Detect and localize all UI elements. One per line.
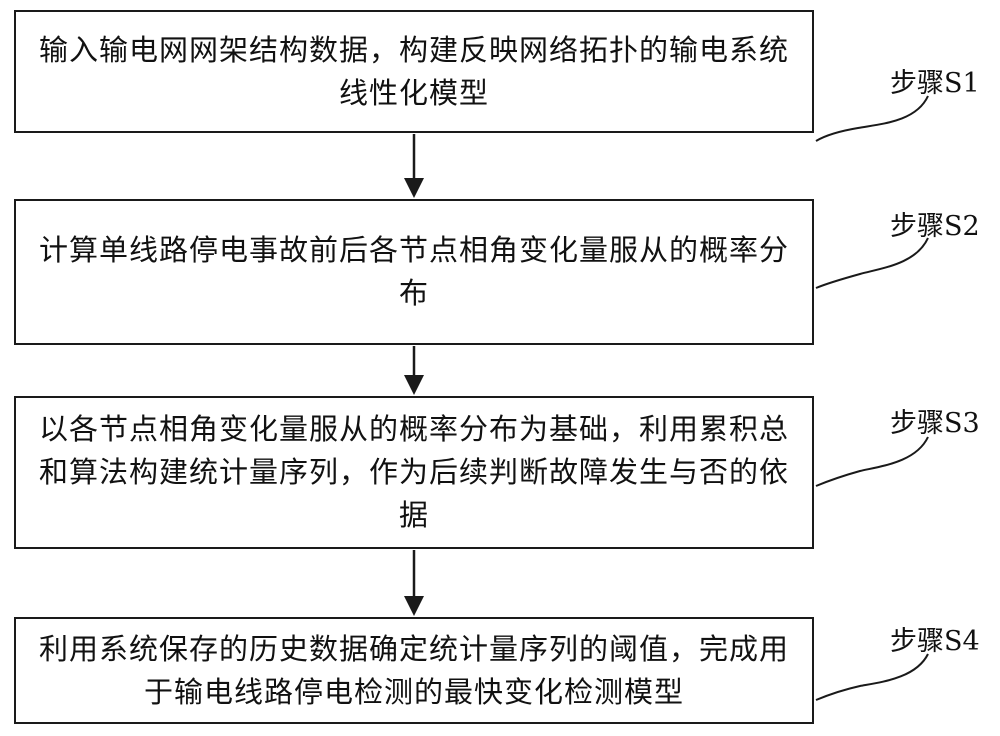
step-4-label: 步骤S4 [890,626,980,657]
step-3-box: 以各节点相角变化量服从的概率分布为基础，利用累积总和算法构建统计量序列，作为后续… [14,396,814,549]
flow-arrow-1-2 [404,134,424,198]
step-4-box: 利用系统保存的历史数据确定统计量序列的阈值，完成用于输电线路停电检测的最快变化检… [14,617,814,724]
leader-line-1 [815,95,929,142]
step-2-text: 计算单线路停电事故前后各节点相角变化量服从的概率分布 [38,233,789,310]
step-3-label: 步骤S3 [890,408,980,439]
leader-line-4 [815,653,929,701]
leader-line-3 [815,436,929,487]
step-1-text: 输入输电网网架结构数据，构建反映网络拓扑的输电系统线性化模型 [38,32,789,110]
flow-arrow-3-4 [404,550,424,616]
flow-arrow-2-3 [404,346,424,395]
leader-line-2 [815,237,929,289]
step-4-text: 利用系统保存的历史数据确定统计量序列的阈值，完成用于输电线路停电检测的最快变化检… [38,631,789,709]
step-1-label: 步骤S1 [890,68,980,99]
step-2-label: 步骤S2 [890,211,980,242]
step-3-text: 以各节点相角变化量服从的概率分布为基础，利用累积总和算法构建统计量序列，作为后续… [38,412,789,532]
step-1-box: 输入输电网网架结构数据，构建反映网络拓扑的输电系统线性化模型 [14,10,814,133]
step-2-box: 计算单线路停电事故前后各节点相角变化量服从的概率分布 [14,199,814,345]
